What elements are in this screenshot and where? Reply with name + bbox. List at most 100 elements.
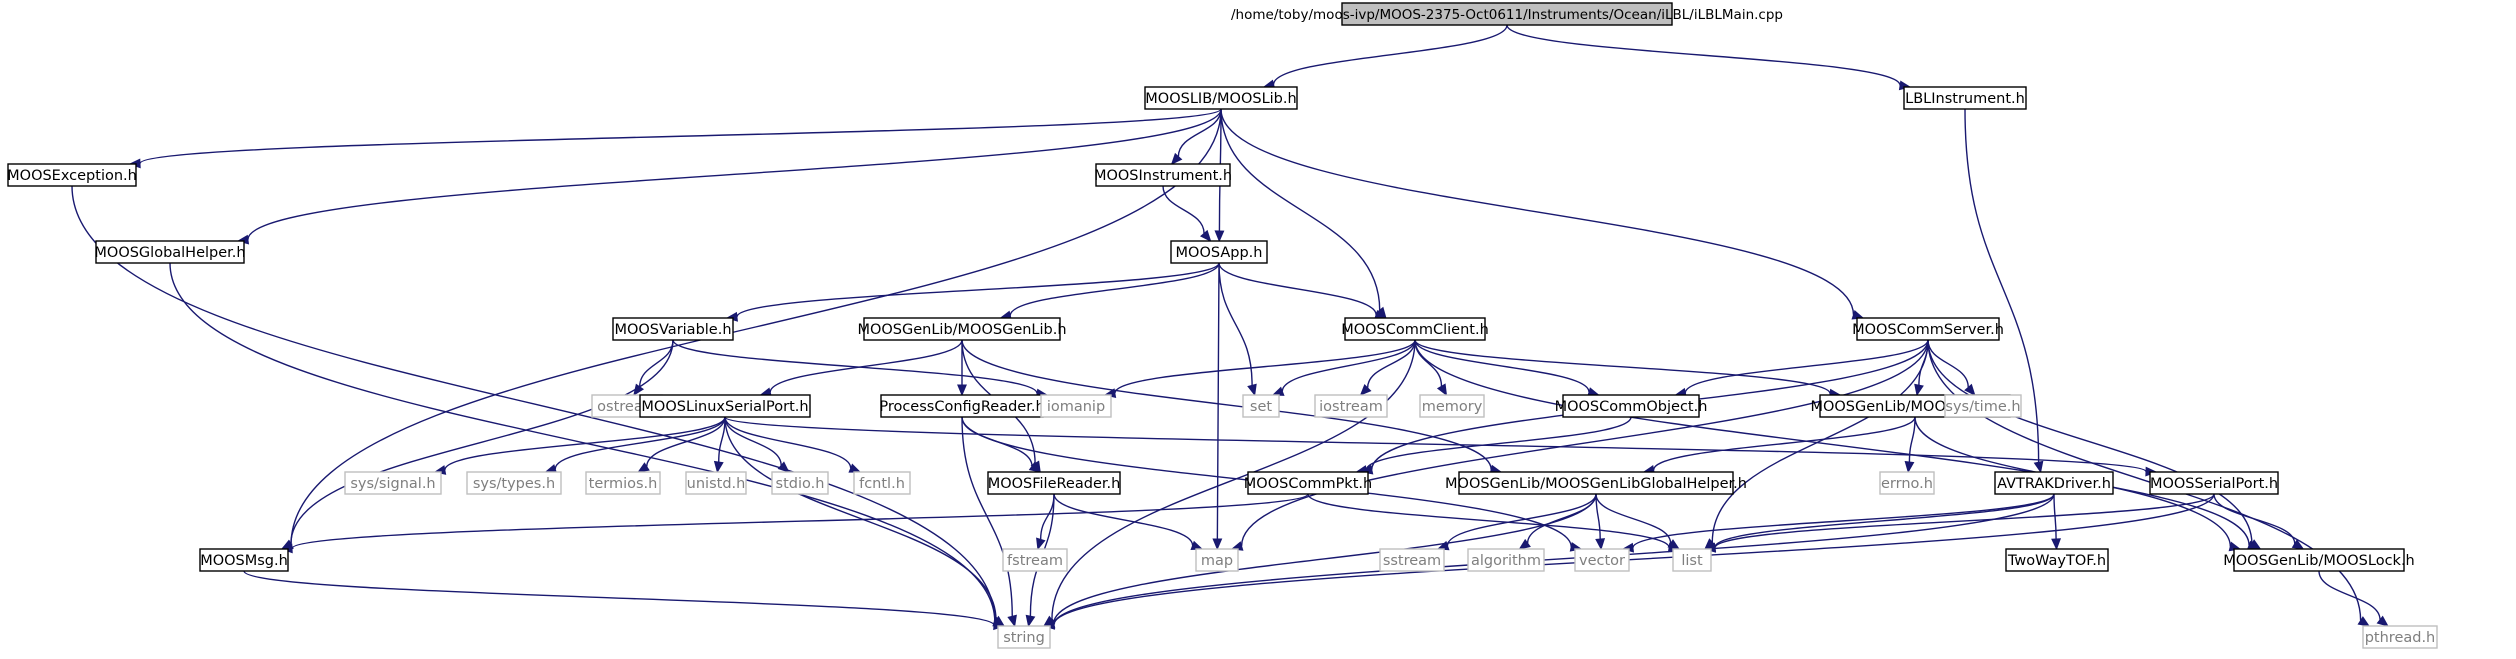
node-memory: memory — [1419, 394, 1485, 418]
node-unistd: unistd.h — [685, 471, 747, 495]
node-box — [1095, 163, 1231, 187]
node-fcntl: fcntl.h — [853, 471, 911, 495]
node-label: MOOSVariable.h — [614, 322, 731, 338]
edge-line — [247, 108, 1222, 240]
edge-mooslinuxserialport-to-mooserialport — [724, 416, 2158, 477]
node-label: MOOSCommClient.h — [1341, 322, 1489, 338]
node-label: memory — [1422, 399, 1483, 415]
node-pthread: pthread.h — [2362, 625, 2438, 649]
node-label: MOOSInstrument.h — [1094, 168, 1232, 184]
edge-mooslinuxserialport-to-syssignal — [433, 416, 726, 475]
node-box — [1879, 471, 1935, 495]
edge-line — [2318, 570, 2381, 620]
node-box — [2005, 548, 2109, 572]
node-label: MOOSGenLib/MOOSGenLib.h — [857, 322, 1066, 338]
node-moosmsg[interactable]: MOOSMsg.h — [199, 548, 289, 572]
edge-arrowhead — [2357, 616, 2371, 627]
node-moosvariable[interactable]: MOOSVariable.h — [612, 317, 734, 341]
node-box — [1242, 394, 1280, 418]
node-moosexception[interactable]: MOOSException.h — [7, 163, 137, 187]
node-mooslock[interactable]: MOOSGenLib/MOOSLock.h — [2223, 548, 2415, 572]
node-label: MOOSGenLib/MOOSLock.h — [2223, 553, 2415, 569]
node-avtrakdriver[interactable]: AVTRAKDriver.h — [1994, 471, 2114, 495]
node-label: MOOSCommPkt.h — [1244, 476, 1372, 492]
node-label: map — [1201, 553, 1233, 569]
edge-line — [672, 339, 1038, 394]
edge-line — [1051, 339, 1416, 620]
node-mooserialport[interactable]: MOOSSerialPort.h — [2149, 471, 2279, 495]
edge-line — [1927, 339, 2362, 621]
edge-mooslock-to-pthread — [2318, 570, 2389, 627]
node-box — [1341, 2, 1673, 26]
node-box — [1856, 317, 2000, 341]
edge-mooslib-to-mooscommclient — [1220, 108, 1387, 320]
node-mooslib[interactable]: MOOSLIB/MOOSLib.h — [1144, 86, 1298, 110]
node-label: MOOSLinuxSerialPort.h — [641, 399, 808, 415]
edge-mooscommserver-to-map — [1230, 339, 1929, 551]
edge-moosapp-to-mooscommclient — [1218, 262, 1387, 320]
edge-arrowhead — [1170, 152, 1183, 165]
node-label: sys/signal.h — [350, 476, 435, 492]
edge-line — [1218, 262, 1377, 316]
node-sstream: sstream — [1379, 548, 1445, 572]
node-box — [987, 471, 1121, 495]
edge-avtrakdriver-to-twowaytof — [2051, 493, 2062, 551]
edge-line — [724, 416, 997, 621]
node-moosfilereader[interactable]: MOOSFileReader.h — [987, 471, 1121, 495]
node-box — [1994, 471, 2114, 495]
node-root[interactable]: /home/toby/moos-ivp/MOOS-2375-Oct0611/In… — [1231, 2, 1783, 26]
edge-line — [243, 570, 995, 626]
edge-mooscommserver-to-pthread — [1927, 339, 2371, 627]
node-mooslinuxserialport[interactable]: MOOSLinuxSerialPort.h — [639, 394, 811, 418]
node-systime: sys/time.h — [1944, 394, 2022, 418]
edge-arrowhead — [1964, 383, 1976, 396]
edge-line — [1240, 339, 1929, 547]
node-string: string — [997, 625, 1051, 649]
node-box — [199, 548, 289, 572]
node-box — [1562, 394, 1700, 418]
node-moosgenlib[interactable]: MOOSGenLib/MOOSGenLib.h — [857, 317, 1067, 341]
edge-mooscommserver-to-mooscommobject — [1674, 339, 1929, 398]
edge-line — [638, 339, 674, 387]
node-label: MOOSApp.h — [1176, 245, 1263, 261]
edge-root-to-mooslib — [1262, 24, 1508, 90]
node-mooscommclient[interactable]: MOOSCommClient.h — [1341, 317, 1489, 341]
node-label: MOOSGenLib/MOOSGenLibGlobalHelper.h — [1445, 476, 1747, 492]
node-twowaytof[interactable]: TwoWayTOF.h — [2005, 548, 2109, 572]
node-moosinstrument[interactable]: MOOSInstrument.h — [1094, 163, 1232, 187]
edge-line — [2053, 493, 2057, 540]
edge-avtrakdriver-to-list — [1703, 493, 2055, 553]
node-label: MOOSCommObject.h — [1555, 399, 1708, 415]
edge-line — [444, 416, 726, 471]
edge-line — [961, 416, 1013, 617]
node-box — [1170, 240, 1268, 264]
node-moosgenlibglobalhelper[interactable]: MOOSGenLib/MOOSGenLibGlobalHelper.h — [1445, 471, 1747, 495]
edge-arrowhead — [1212, 538, 1223, 551]
edge-arrowhead — [1667, 539, 1681, 550]
edge-line — [724, 416, 852, 469]
node-label: errno.h — [1881, 476, 1933, 492]
edge-line — [1366, 339, 1416, 388]
node-moosglobalhelper[interactable]: MOOSGlobalHelper.h — [94, 240, 246, 264]
edge-mooscommpkt-to-list — [1307, 493, 1681, 553]
edge-arrowhead — [1028, 461, 1042, 473]
edge-line — [1595, 493, 1672, 544]
node-lblinstrument[interactable]: LBLInstrument.h — [1903, 86, 2027, 110]
node-label: /home/toby/moos-ivp/MOOS-2375-Oct0611/In… — [1231, 7, 1783, 23]
node-processconfigreader[interactable]: ProcessConfigReader.h — [879, 394, 1045, 418]
node-moosapp[interactable]: MOOSApp.h — [1170, 240, 1268, 264]
edge-line — [1162, 185, 1205, 234]
edge-root-to-lblinstrument — [1506, 24, 1912, 91]
edge-line — [1711, 339, 1929, 543]
node-mooscommserver[interactable]: MOOSCommServer.h — [1852, 317, 2004, 341]
edge-arrowhead — [1007, 614, 1017, 628]
node-mooscommobject[interactable]: MOOSCommObject.h — [1555, 394, 1708, 418]
node-box — [1458, 471, 1734, 495]
node-label: MOOSMsg.h — [200, 553, 288, 569]
edge-arrowhead — [1914, 383, 1924, 397]
edge-line — [1218, 262, 1253, 386]
node-label: sstream — [1383, 553, 1441, 569]
edge-line — [1281, 339, 1416, 392]
edge-line — [291, 493, 1309, 550]
node-mooscommpkt[interactable]: MOOSCommPkt.h — [1244, 471, 1372, 495]
